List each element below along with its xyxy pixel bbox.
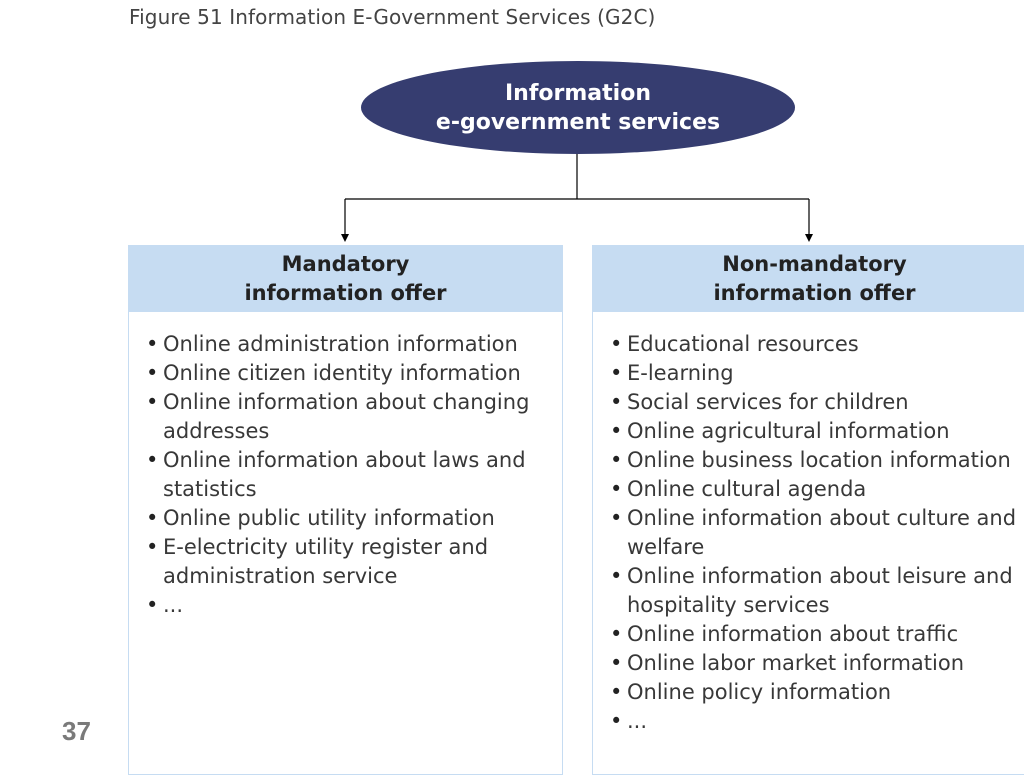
list-item: Online information about changing addres… — [146, 388, 562, 446]
list-item: ... — [146, 591, 562, 620]
list-item: Online public utility information — [146, 504, 562, 533]
list-item: Online administration information — [146, 330, 562, 359]
list-item: Online information about laws and statis… — [146, 446, 562, 504]
root-label-line2: e-government services — [435, 109, 721, 135]
mandatory-box: Mandatory information offer Online admin… — [128, 245, 563, 775]
list-item: Online information about leisure and hos… — [610, 562, 1024, 620]
mandatory-header: Mandatory information offer — [129, 246, 562, 312]
page-number: 37 — [62, 716, 91, 746]
root-node: Information e-government services — [361, 61, 795, 154]
connector-lines — [341, 154, 813, 242]
non-mandatory-list: Educational resources E-learning Social … — [593, 312, 1024, 736]
non-mandatory-header: Non-mandatory information offer — [593, 246, 1024, 312]
non-mandatory-title-line2: information offer — [713, 281, 916, 305]
list-item: ... — [610, 707, 1024, 736]
mandatory-list: Online administration information Online… — [129, 312, 562, 620]
list-item: Online information about traffic — [610, 620, 1024, 649]
list-item: Online labor market information — [610, 649, 1024, 678]
list-item: Online policy information — [610, 678, 1024, 707]
root-label-line1: Information — [505, 80, 651, 106]
non-mandatory-box: Non-mandatory information offer Educatio… — [592, 245, 1024, 775]
list-item: Educational resources — [610, 330, 1024, 359]
mandatory-title-line1: Mandatory — [281, 252, 410, 276]
list-item: Social services for children — [610, 388, 1024, 417]
list-item: E-electricity utility register and admin… — [146, 533, 562, 591]
list-item: Online information about culture and wel… — [610, 504, 1024, 562]
list-item: Online cultural agenda — [610, 475, 1024, 504]
list-item: E-learning — [610, 359, 1024, 388]
mandatory-title-line2: information offer — [244, 281, 447, 305]
list-item: Online business location information — [610, 446, 1024, 475]
list-item: Online citizen identity information — [146, 359, 562, 388]
figure-caption: Figure 51 Information E-Government Servi… — [129, 5, 656, 29]
list-item: Online agricultural information — [610, 417, 1024, 446]
non-mandatory-title-line1: Non-mandatory — [722, 252, 907, 276]
